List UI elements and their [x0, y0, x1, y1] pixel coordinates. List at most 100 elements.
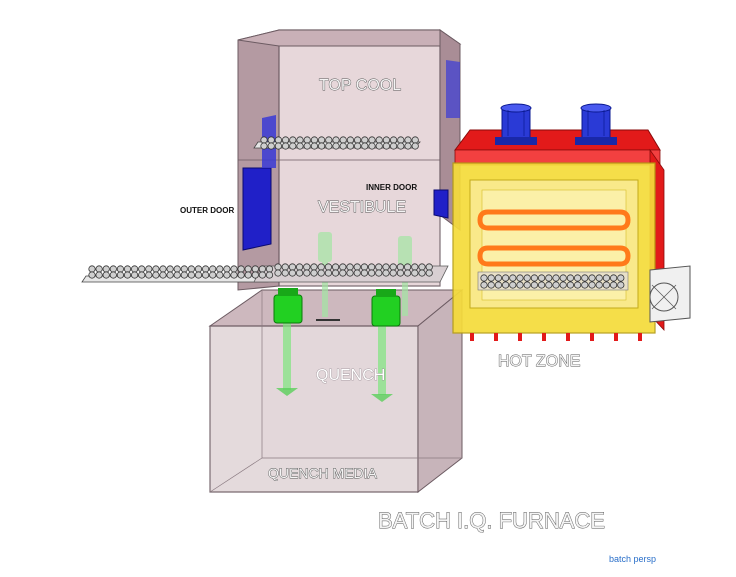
roller: [251, 271, 259, 279]
roller: [281, 142, 290, 150]
roller: [595, 274, 603, 282]
roller: [368, 142, 376, 150]
roller: [397, 142, 405, 150]
diagram-title: BATCH I.Q. FURNACE: [378, 508, 605, 533]
roller: [317, 263, 325, 271]
roller: [187, 271, 195, 279]
roller: [588, 274, 596, 282]
roller: [573, 274, 582, 282]
roller: [339, 269, 347, 277]
roller: [159, 265, 167, 273]
roller: [173, 271, 181, 279]
hot-zone-leg: [542, 333, 546, 341]
fan-motor-right: [575, 103, 617, 145]
roller: [102, 265, 110, 273]
inner-door: [433, 60, 460, 219]
roller: [396, 263, 404, 271]
roller: [194, 265, 203, 273]
roller: [353, 269, 361, 277]
roller: [325, 142, 333, 150]
roller: [230, 271, 238, 279]
roller: [296, 136, 304, 144]
roller: [173, 265, 181, 273]
roller: [209, 265, 217, 273]
roller: [375, 136, 383, 144]
roller: [244, 265, 252, 273]
roller: [537, 274, 546, 282]
roller: [310, 136, 318, 144]
roller: [295, 269, 304, 277]
roller: [545, 281, 553, 289]
roller: [552, 274, 560, 282]
roller: [267, 142, 275, 150]
roller: [209, 271, 217, 279]
roller: [260, 136, 268, 144]
quench-agitator-motors: [273, 288, 401, 327]
roller: [609, 281, 618, 289]
roller: [418, 269, 426, 277]
roller: [509, 274, 517, 282]
roller: [339, 136, 347, 144]
hot-zone: [452, 129, 691, 341]
roller: [138, 271, 146, 279]
roller: [317, 269, 325, 277]
roller: [332, 142, 340, 150]
roller: [487, 281, 495, 289]
roller: [244, 271, 252, 279]
roller: [425, 263, 433, 271]
roller: [404, 142, 412, 150]
roller: [382, 269, 390, 277]
roller: [281, 263, 289, 271]
roller: [95, 265, 103, 273]
fan-motor-left: [495, 103, 537, 145]
charge-conveyor: [81, 263, 449, 283]
roller: [559, 281, 567, 289]
roller: [258, 271, 266, 279]
roller: [552, 281, 560, 289]
roller: [131, 271, 139, 279]
roller: [353, 263, 361, 271]
roller: [180, 271, 188, 279]
roller: [288, 263, 296, 271]
hot-zone-leg: [518, 333, 522, 341]
roller: [145, 265, 153, 273]
roller: [346, 142, 354, 150]
roller: [194, 271, 203, 279]
hot-zone-leg: [590, 333, 594, 341]
roller: [180, 265, 188, 273]
roller: [288, 269, 296, 277]
roller: [216, 265, 224, 273]
roller: [274, 136, 282, 144]
roller: [339, 142, 347, 150]
roller: [281, 136, 290, 144]
roller: [310, 142, 318, 150]
roller: [389, 142, 398, 150]
roller: [274, 142, 282, 150]
roller: [303, 263, 311, 271]
roller: [303, 142, 311, 150]
roller: [602, 274, 611, 282]
roller: [361, 136, 369, 144]
roller: [566, 274, 575, 282]
roller: [265, 265, 274, 273]
roller: [494, 274, 502, 282]
roller: [202, 271, 210, 279]
top-cool-rollers: [253, 136, 421, 150]
roller: [494, 281, 502, 289]
roller: [332, 136, 340, 144]
roller: [389, 269, 397, 277]
roller: [331, 269, 340, 277]
roller: [289, 136, 297, 144]
roller: [116, 271, 125, 279]
roller: [523, 281, 531, 289]
roller: [389, 136, 398, 144]
label-quench: QUENCH: [316, 367, 385, 384]
roller: [397, 136, 405, 144]
roller: [310, 263, 318, 271]
roller: [480, 281, 488, 289]
roller: [267, 136, 275, 144]
roller: [123, 265, 132, 273]
quench-tank: [208, 288, 464, 494]
roller: [595, 281, 603, 289]
